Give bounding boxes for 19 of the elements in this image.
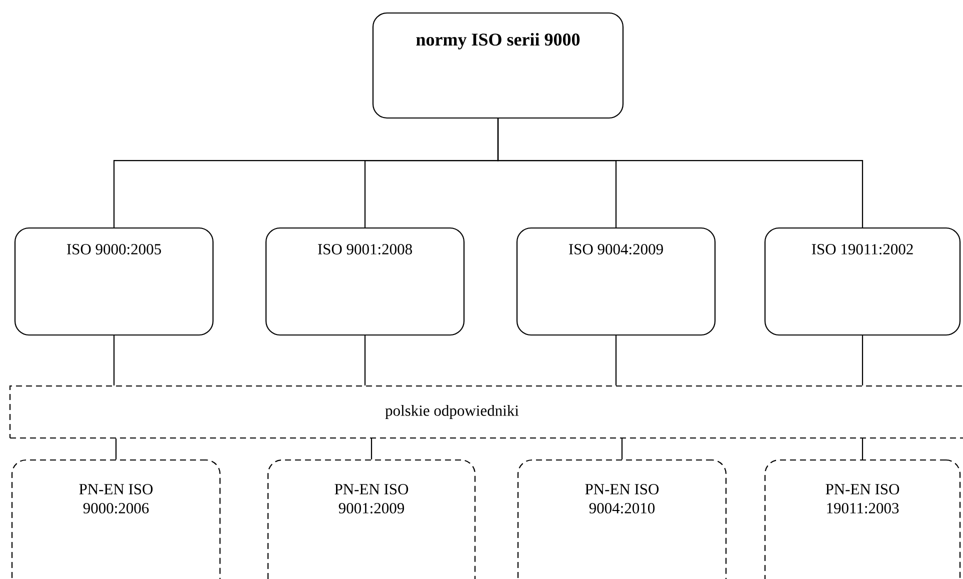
connector-line (113, 336, 115, 386)
standard-box: ISO 9000:2005 (14, 227, 214, 336)
connector-line (115, 438, 117, 460)
standard-box: ISO 9004:2009 (516, 227, 716, 336)
connector-line (862, 336, 864, 386)
connector-line (370, 438, 372, 460)
equivalent-box: PN-EN ISO 19011:2003 (764, 459, 961, 579)
equivalent-box: PN-EN ISO 9004:2010 (517, 459, 727, 579)
standard-box: ISO 9001:2008 (265, 227, 465, 336)
connector-line (364, 336, 366, 386)
connector-line (621, 438, 623, 460)
connector-line (497, 118, 864, 228)
equivalent-box: PN-EN ISO 9000:2006 (11, 459, 221, 579)
title-box: normy ISO serii 9000 (372, 12, 624, 119)
group-band: polskie odpowiedniki (9, 385, 963, 439)
equivalent-box: PN-EN ISO 9001:2009 (267, 459, 476, 579)
connector-line (615, 336, 617, 386)
connector-line (862, 438, 864, 460)
standard-box: ISO 19011:2002 (764, 227, 961, 336)
